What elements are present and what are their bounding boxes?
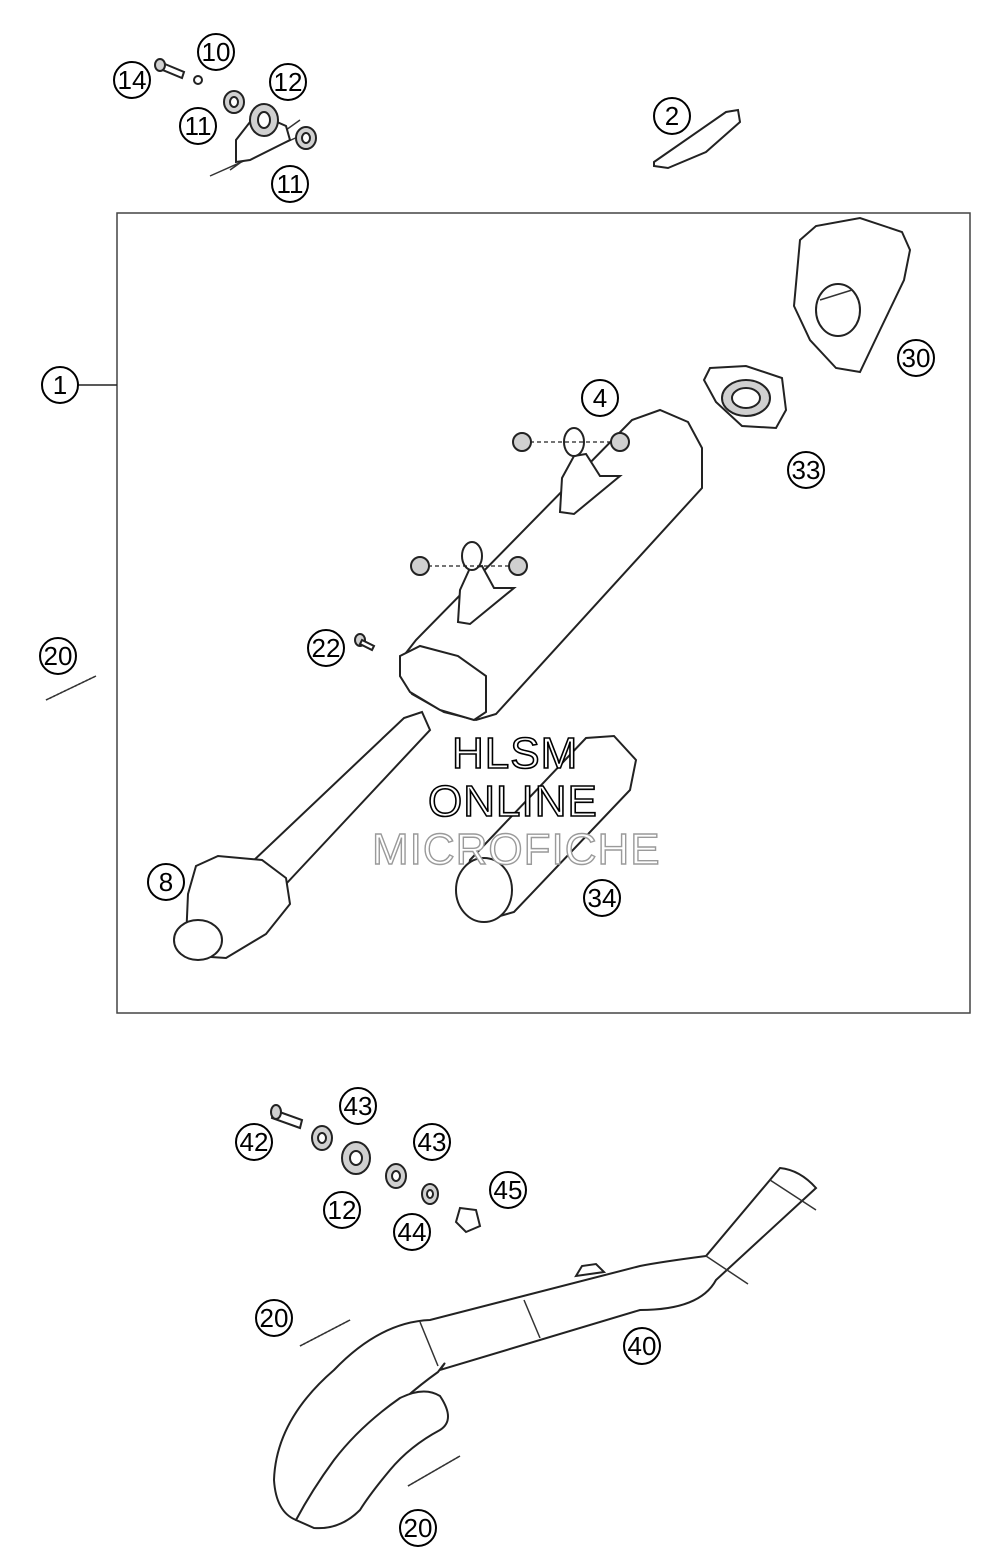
- callout-c34: 34: [583, 879, 621, 917]
- callout-circle: [653, 97, 691, 135]
- callout-number: 2: [665, 101, 679, 131]
- watermark: HLSM ONLINE MICROFICHE: [371, 728, 661, 875]
- callout-c14: 14: [113, 61, 151, 99]
- watermark-line-1: HLSM: [452, 729, 578, 778]
- callout-circle: [323, 1191, 361, 1229]
- callout-c20c: 20: [399, 1509, 437, 1547]
- callout-c20a: 20: [39, 637, 77, 675]
- callout-circle: [41, 366, 79, 404]
- callout-c43a: 43: [339, 1087, 377, 1125]
- callout-number: 11: [277, 169, 304, 199]
- callout-c43b: 43: [413, 1123, 451, 1161]
- callout-circle: [581, 379, 619, 417]
- callout-number: 42: [240, 1127, 269, 1157]
- callout-number: 10: [202, 37, 231, 67]
- callout-c22: 22: [307, 629, 345, 667]
- callout-circle: [897, 339, 935, 377]
- callout-circle: [307, 629, 345, 667]
- callout-number: 11: [185, 111, 212, 141]
- callout-c4: 4: [581, 379, 619, 417]
- callout-number: 12: [328, 1195, 357, 1225]
- callout-number: 8: [159, 867, 173, 897]
- callout-circle: [489, 1171, 527, 1209]
- callout-c40: 40: [623, 1327, 661, 1365]
- callout-number: 43: [344, 1091, 373, 1121]
- silencer-inner-tube: [173, 710, 432, 961]
- callout-c8: 8: [147, 863, 185, 901]
- callout-c30: 30: [897, 339, 935, 377]
- watermark-line-2: ONLINE: [428, 777, 598, 826]
- spring-bottom: [407, 1455, 461, 1487]
- callout-circle: [583, 879, 621, 917]
- callout-number: 40: [628, 1331, 657, 1361]
- screw: [354, 633, 376, 652]
- header-mount-hardware: [270, 1104, 482, 1234]
- silencer-assembly-frame: [116, 212, 971, 1014]
- callout-c2: 2: [653, 97, 691, 135]
- callout-number: 1: [53, 370, 67, 400]
- callout-c12a: 12: [269, 63, 307, 101]
- spring-left: [45, 675, 97, 701]
- callout-circle: [413, 1123, 451, 1161]
- watermark-line-3: MICROFICHE: [372, 825, 661, 874]
- callout-c20b: 20: [255, 1299, 293, 1337]
- callout-c11b: 11: [271, 165, 309, 203]
- callout-number: 43: [418, 1127, 447, 1157]
- callout-number: 20: [44, 641, 73, 671]
- callout-circle: [623, 1327, 661, 1365]
- callout-labels: 1248101111121214202020223033344042434344…: [39, 33, 935, 1547]
- callout-c10: 10: [197, 33, 235, 71]
- callout-circle: [235, 1123, 273, 1161]
- callout-c12b: 12: [323, 1191, 361, 1229]
- callout-circle: [39, 637, 77, 675]
- silencer-packing: [455, 734, 638, 923]
- spring-middle: [299, 1319, 351, 1347]
- callout-number: 44: [398, 1217, 427, 1247]
- callout-circle: [179, 107, 217, 145]
- callout-number: 4: [593, 383, 607, 413]
- callout-circle: [113, 61, 151, 99]
- callout-circle: [393, 1213, 431, 1251]
- callout-number: 14: [118, 65, 147, 95]
- callout-c42: 42: [235, 1123, 273, 1161]
- callout-number: 20: [404, 1513, 433, 1543]
- callout-number: 34: [588, 883, 617, 913]
- end-cap-insert: [702, 364, 788, 430]
- callout-c1: 1: [41, 366, 79, 404]
- callout-c33: 33: [787, 451, 825, 489]
- heat-shield-pad: [653, 108, 742, 170]
- callout-circle: [197, 33, 235, 71]
- callout-number: 20: [260, 1303, 289, 1333]
- callout-number: 12: [274, 67, 303, 97]
- callout-circle: [339, 1087, 377, 1125]
- callout-number: 33: [792, 455, 821, 485]
- bracket-mount-assembly: [154, 58, 317, 177]
- callout-number: 30: [902, 343, 931, 373]
- callout-number: 22: [312, 633, 341, 663]
- callout-circle: [255, 1299, 293, 1337]
- callout-circle: [787, 451, 825, 489]
- callout-circle: [399, 1509, 437, 1547]
- callout-c11a: 11: [179, 107, 217, 145]
- callout-circle: [147, 863, 185, 901]
- silencer-body: [398, 408, 703, 722]
- end-cap: [792, 216, 912, 374]
- callout-circle: [271, 165, 309, 203]
- callout-c45: 45: [489, 1171, 527, 1209]
- header-pipe: [272, 1166, 818, 1530]
- callout-c44: 44: [393, 1213, 431, 1251]
- callout-circle: [269, 63, 307, 101]
- callout-number: 45: [494, 1175, 523, 1205]
